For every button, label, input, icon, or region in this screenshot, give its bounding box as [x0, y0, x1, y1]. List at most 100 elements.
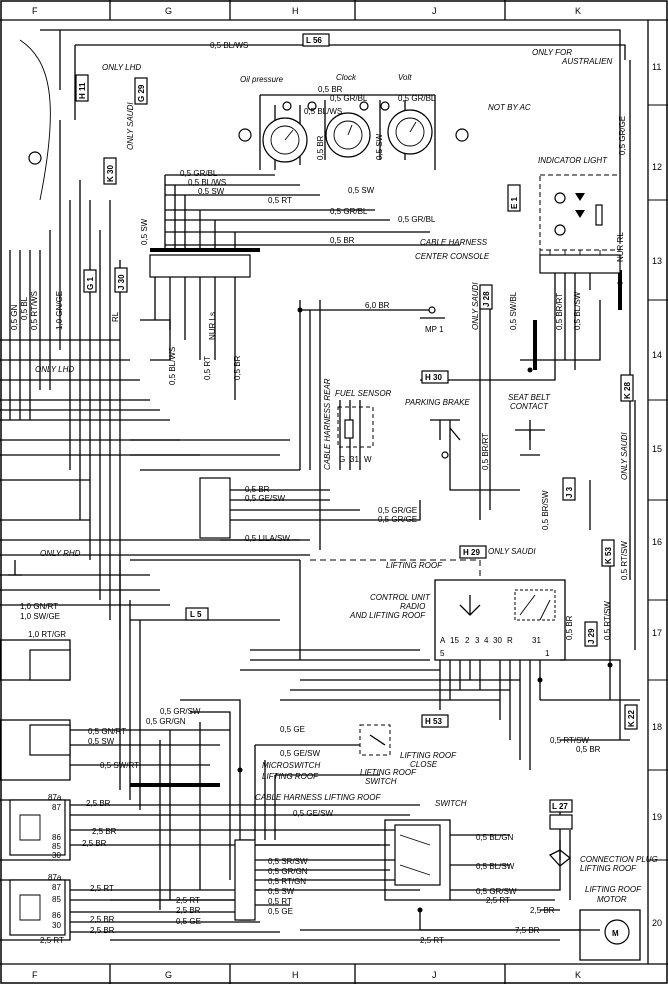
- label-volt: Volt: [398, 73, 412, 82]
- label-switch-a: SWITCH: [365, 777, 397, 786]
- ref-j30: J 30: [117, 274, 126, 290]
- ref-k28: K 28: [623, 382, 632, 399]
- wire-label: 0,5 SW: [140, 218, 149, 245]
- parking-brake-switch: [430, 419, 461, 459]
- ref-g1: G 1: [86, 277, 95, 290]
- wire-label: 0,5 GE/SW: [293, 809, 333, 818]
- wire-label: 1,0 SW/GE: [20, 612, 60, 621]
- ref-h53: H 53: [425, 717, 442, 726]
- label-switch: SWITCH: [435, 799, 467, 808]
- ref-h30: H 30: [425, 373, 442, 382]
- wire-label: 2,5 BR: [82, 839, 107, 848]
- lamp-icon: [455, 128, 469, 142]
- terminal-label: 30: [52, 921, 61, 930]
- grid-row-12: 12: [652, 162, 662, 172]
- wire-label: 0,5 GR/GE: [378, 506, 417, 515]
- terminal-label: 1: [545, 649, 550, 658]
- label-rl: RL: [111, 311, 120, 322]
- wire-label: 0,5 BL/WS: [304, 107, 342, 116]
- wire-label: 2,5 RT: [176, 896, 200, 905]
- ref-j3: J 3: [565, 486, 574, 498]
- wire-label: 0,5 GR/GN: [146, 717, 186, 726]
- wiring-lines: [0, 29, 641, 961]
- label-close: CLOSE: [410, 760, 438, 769]
- grid-col-f-top: F: [32, 6, 38, 16]
- label-indicator-light: INDICATOR LIGHT: [538, 156, 608, 165]
- wire-label: 0,5 SW: [375, 133, 384, 160]
- wire-label: 2,5 RT: [40, 936, 64, 945]
- wire-labels: 0,5 BL/WS 0,5 GR/GE 0,5 BR 0,5 GR/BL 0,5…: [10, 41, 629, 945]
- grid-col-g-top: G: [165, 6, 172, 16]
- wire-label: 0,5 GE: [268, 907, 293, 916]
- grid-col-j-top: J: [432, 6, 437, 16]
- terminal-label: 85: [52, 842, 61, 851]
- lifting-roof-switch-block: [394, 824, 441, 886]
- connection-plug: [548, 814, 573, 867]
- wire-label: 0,5 GR/SW: [476, 887, 517, 896]
- label-clock: Clock: [336, 73, 357, 82]
- label-only-saudi: ONLY SAUDI: [488, 547, 536, 556]
- wire-label: 7,5 BR: [515, 926, 540, 935]
- wire-label: 0,5 BL: [20, 296, 29, 320]
- wire-label: 0,5 GR/GE: [618, 116, 627, 155]
- terminal-label: 30: [493, 636, 502, 645]
- svg-text:W: W: [364, 455, 372, 464]
- label-only-lhd-2: ONLY LHD: [35, 365, 74, 374]
- label-only-rhd: ONLY RHD: [40, 549, 81, 558]
- wire-label: 0,5 RT/SW: [620, 541, 629, 580]
- label-connection-plug-roof: LIFTING ROOF: [580, 864, 637, 873]
- svg-text:M: M: [612, 929, 619, 938]
- wire-label: 0,5 GE/SW: [280, 749, 320, 758]
- connector-blocks: [8, 254, 621, 921]
- terminal-labels: 87a 87 86 85 30 87a 87 85 86 30 A 15 2 3…: [48, 636, 550, 930]
- wire-label: 0,5 BR: [576, 745, 601, 754]
- relay-icon: [29, 649, 71, 681]
- grid-row-20: 20: [652, 918, 662, 928]
- connection-dots: [237, 280, 623, 913]
- ref-e1: E 1: [510, 196, 519, 209]
- terminal-label: 30: [52, 851, 61, 860]
- terminal-label: 2: [465, 636, 470, 645]
- ref-l27: L 27: [552, 802, 568, 811]
- wire-label: 6,0 BR: [365, 301, 390, 310]
- terminal-label: R: [507, 636, 513, 645]
- label-control-unit: CONTROL UNIT: [370, 593, 431, 602]
- ref-j28: J 28: [482, 291, 491, 307]
- terminal-label: A: [440, 636, 446, 645]
- wire-label: 0,5 GR/BL: [180, 169, 218, 178]
- wire-label: 0,5 SW: [268, 887, 295, 896]
- label-oil-pressure: Oil pressure: [240, 75, 284, 84]
- grid-col-h-top: H: [292, 6, 299, 16]
- wire-label: 0,5 BR: [233, 355, 242, 380]
- grid-row-17: 17: [652, 628, 662, 638]
- wire-label: 0,5 BR/RT: [481, 433, 490, 470]
- grid-row-18: 18: [652, 722, 662, 732]
- wire-label: 0,5 BL/GN: [476, 833, 514, 842]
- grid-col-h-bottom: H: [292, 970, 299, 980]
- label-lifting-roof: LIFTING ROOF: [386, 561, 443, 570]
- label-connection-plug: CONNECTION PLUG: [580, 855, 658, 864]
- wire-label: 0,5 SR/SW: [268, 857, 308, 866]
- label-nur-rl: NUR RL: [616, 232, 625, 262]
- lamp-icon: [28, 151, 42, 165]
- grid-row-16: 16: [652, 537, 662, 547]
- label-seat-belt-contact: CONTACT: [510, 402, 549, 411]
- label-center-console: CENTER CONSOLE: [415, 252, 490, 261]
- wire-label: 0,5 BL/WS: [210, 41, 248, 50]
- terminal-label: 87: [52, 883, 61, 892]
- label-seat-belt: SEAT BELT: [508, 393, 551, 402]
- center-console-connector: [149, 254, 251, 278]
- wire-label: 0,5 GE/SW: [245, 494, 285, 503]
- grid-row-19: 19: [652, 812, 662, 822]
- wire-label: 0,5 RT/SW: [603, 601, 612, 640]
- ref-l5: L 5: [190, 610, 202, 619]
- ref-h11: H 11: [78, 82, 87, 99]
- motor-icon: [604, 919, 630, 945]
- diode-icon: [575, 193, 585, 201]
- label-nur-ls: NUR Ls: [208, 312, 217, 340]
- label-cable-harness: CABLE HARNESS: [420, 238, 488, 247]
- wire-label: 0,5 RT/SW: [550, 736, 589, 745]
- label-australien: AUSTRALIEN: [561, 57, 612, 66]
